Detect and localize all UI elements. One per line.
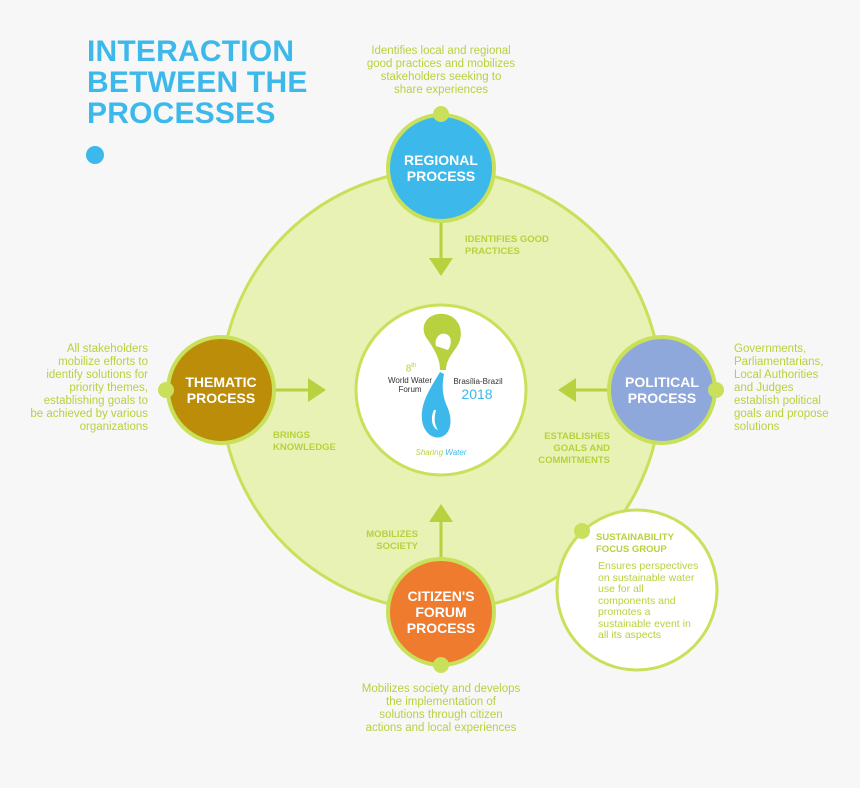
title-dot-icon [86, 146, 104, 164]
citizens-desc-line: the implementation of [386, 696, 496, 708]
citizens-desc-line: solutions through citizen [379, 709, 503, 721]
sustainability-body-line: on sustainable water [598, 571, 695, 584]
citizens-desc-line: actions and local experiences [365, 722, 517, 734]
regional-connector-dot [433, 106, 449, 122]
thematic-description: All stakeholders mobilize efforts to ide… [18, 343, 148, 434]
regional-desc-line: good practices and mobilizes [366, 58, 516, 70]
logo-tagline-b: Water [445, 448, 467, 457]
thematic-arrow-label-line: KNOWLEDGE [273, 442, 336, 453]
title-line-2: BETWEEN THE [87, 66, 308, 99]
arrow-citizens [429, 504, 453, 558]
citizens-arrow-label-line: MOBILIZES [366, 529, 418, 540]
political-arrow-label: ESTABLISHES GOALS AND COMMITMENTS [528, 431, 610, 467]
citizens-label-line-2: FORUM [415, 604, 467, 620]
regional-process-label: REGIONAL PROCESS [391, 152, 491, 184]
logo-name-line-2: Forum [398, 385, 422, 394]
sustainability-connector-dot [574, 523, 590, 539]
citizens-label-line-3: PROCESS [406, 620, 476, 636]
regional-desc-line: share experiences [394, 84, 488, 96]
logo-tagline: Sharing Water [406, 448, 476, 457]
logo-edition-number: 8 [405, 363, 412, 375]
regional-label-line-2: PROCESS [406, 168, 476, 184]
thematic-desc-line: mobilize efforts to [58, 356, 148, 368]
political-process-label: POLITICAL PROCESS [612, 374, 712, 406]
thematic-desc-line: identify solutions for [46, 369, 148, 381]
political-desc-line: and Judges [734, 382, 794, 394]
title-line-3: PROCESSES [87, 97, 276, 130]
political-desc-line: goals and propose [734, 408, 829, 420]
sustainability-body-line: Ensures perspectives [598, 560, 699, 572]
regional-description: Identifies local and regional good pract… [356, 45, 526, 97]
political-desc-line: Local Authorities [734, 369, 819, 381]
political-desc-line: Governments, [734, 343, 807, 355]
political-label-line-1: POLITICAL [625, 374, 699, 390]
arrow-political [558, 378, 608, 402]
political-arrow-label-line: ESTABLISHES [544, 431, 610, 442]
thematic-arrow-label-line: BRINGS [273, 430, 310, 441]
thematic-label-line-1: THEMATIC [185, 374, 257, 390]
sustainability-body-line: components and [598, 594, 676, 607]
sustainability-body-line: promotes a [598, 606, 651, 618]
political-connector-dot [708, 382, 724, 398]
citizens-process-label: CITIZEN'S FORUM PROCESS [391, 588, 491, 636]
logo-city: Brasília-Brazil [453, 377, 503, 386]
sustainability-title-line: SUSTAINABILITY [596, 532, 674, 543]
regional-arrow-label: IDENTIFIES GOOD PRACTICES [465, 234, 575, 258]
title-line-1: INTERACTION [87, 35, 295, 68]
political-desc-line: Parliamentarians, [734, 356, 824, 368]
citizens-desc-line: Mobilizes society and develops [361, 683, 521, 695]
arrow-thematic [274, 378, 326, 402]
citizens-description: Mobilizes society and develops the imple… [341, 683, 541, 735]
regional-arrow-label-line: PRACTICES [465, 246, 520, 257]
sustainability-title-line: FOCUS GROUP [596, 544, 667, 555]
citizens-arrow-label-line: SOCIETY [376, 541, 418, 552]
citizens-arrow-label: MOBILIZES SOCIETY [340, 529, 418, 553]
arrow-regional [429, 222, 453, 276]
thematic-desc-line: organizations [79, 421, 148, 433]
sustainability-title: SUSTAINABILITY FOCUS GROUP [596, 532, 706, 556]
citizens-connector-dot [433, 657, 449, 673]
regional-desc-line: Identifies local and regional [371, 45, 511, 57]
sustainability-body-line: all its aspects [598, 629, 662, 641]
political-desc-line: solutions [734, 421, 780, 433]
logo-tagline-a: Sharing [415, 448, 444, 457]
logo-edition: 8th [396, 362, 426, 375]
citizens-label-line-1: CITIZEN'S [407, 588, 475, 604]
sustainability-body-line: use for all [598, 583, 644, 595]
political-arrow-label-line: COMMITMENTS [538, 455, 610, 466]
logo-edition-suffix: th [411, 363, 417, 369]
thematic-connector-dot [158, 382, 174, 398]
thematic-desc-line: be achieved by various [30, 408, 148, 420]
thematic-desc-line: All stakeholders [66, 343, 148, 355]
political-arrow-label-line: GOALS AND [553, 443, 610, 454]
thematic-desc-line: establishing goals to [43, 395, 148, 407]
political-label-line-2: PROCESS [627, 390, 697, 406]
political-desc-line: establish political [734, 395, 821, 407]
page-title: INTERACTION BETWEEN THE PROCESSES [87, 36, 347, 129]
logo-name: World Water Forum [380, 376, 440, 394]
sustainability-body-line: sustainable event in [598, 617, 691, 630]
regional-desc-line: stakeholders seeking to [380, 71, 502, 83]
regional-label-line-1: REGIONAL [404, 152, 478, 168]
thematic-process-label: THEMATIC PROCESS [171, 374, 271, 406]
regional-arrow-label-line: IDENTIFIES GOOD [465, 234, 549, 245]
sustainability-body: Ensures perspectives on sustainable wate… [598, 560, 708, 642]
thematic-desc-line: priority themes, [69, 382, 148, 394]
logo-name-line-1: World Water [387, 376, 432, 385]
sustainability-circle [555, 508, 719, 672]
forum-logo-icon [421, 313, 461, 438]
thematic-arrow-label: BRINGS KNOWLEDGE [273, 430, 353, 454]
political-description: Governments, Parliamentarians, Local Aut… [734, 343, 844, 434]
thematic-label-line-2: PROCESS [186, 390, 256, 406]
logo-year: 2018 [461, 386, 493, 402]
